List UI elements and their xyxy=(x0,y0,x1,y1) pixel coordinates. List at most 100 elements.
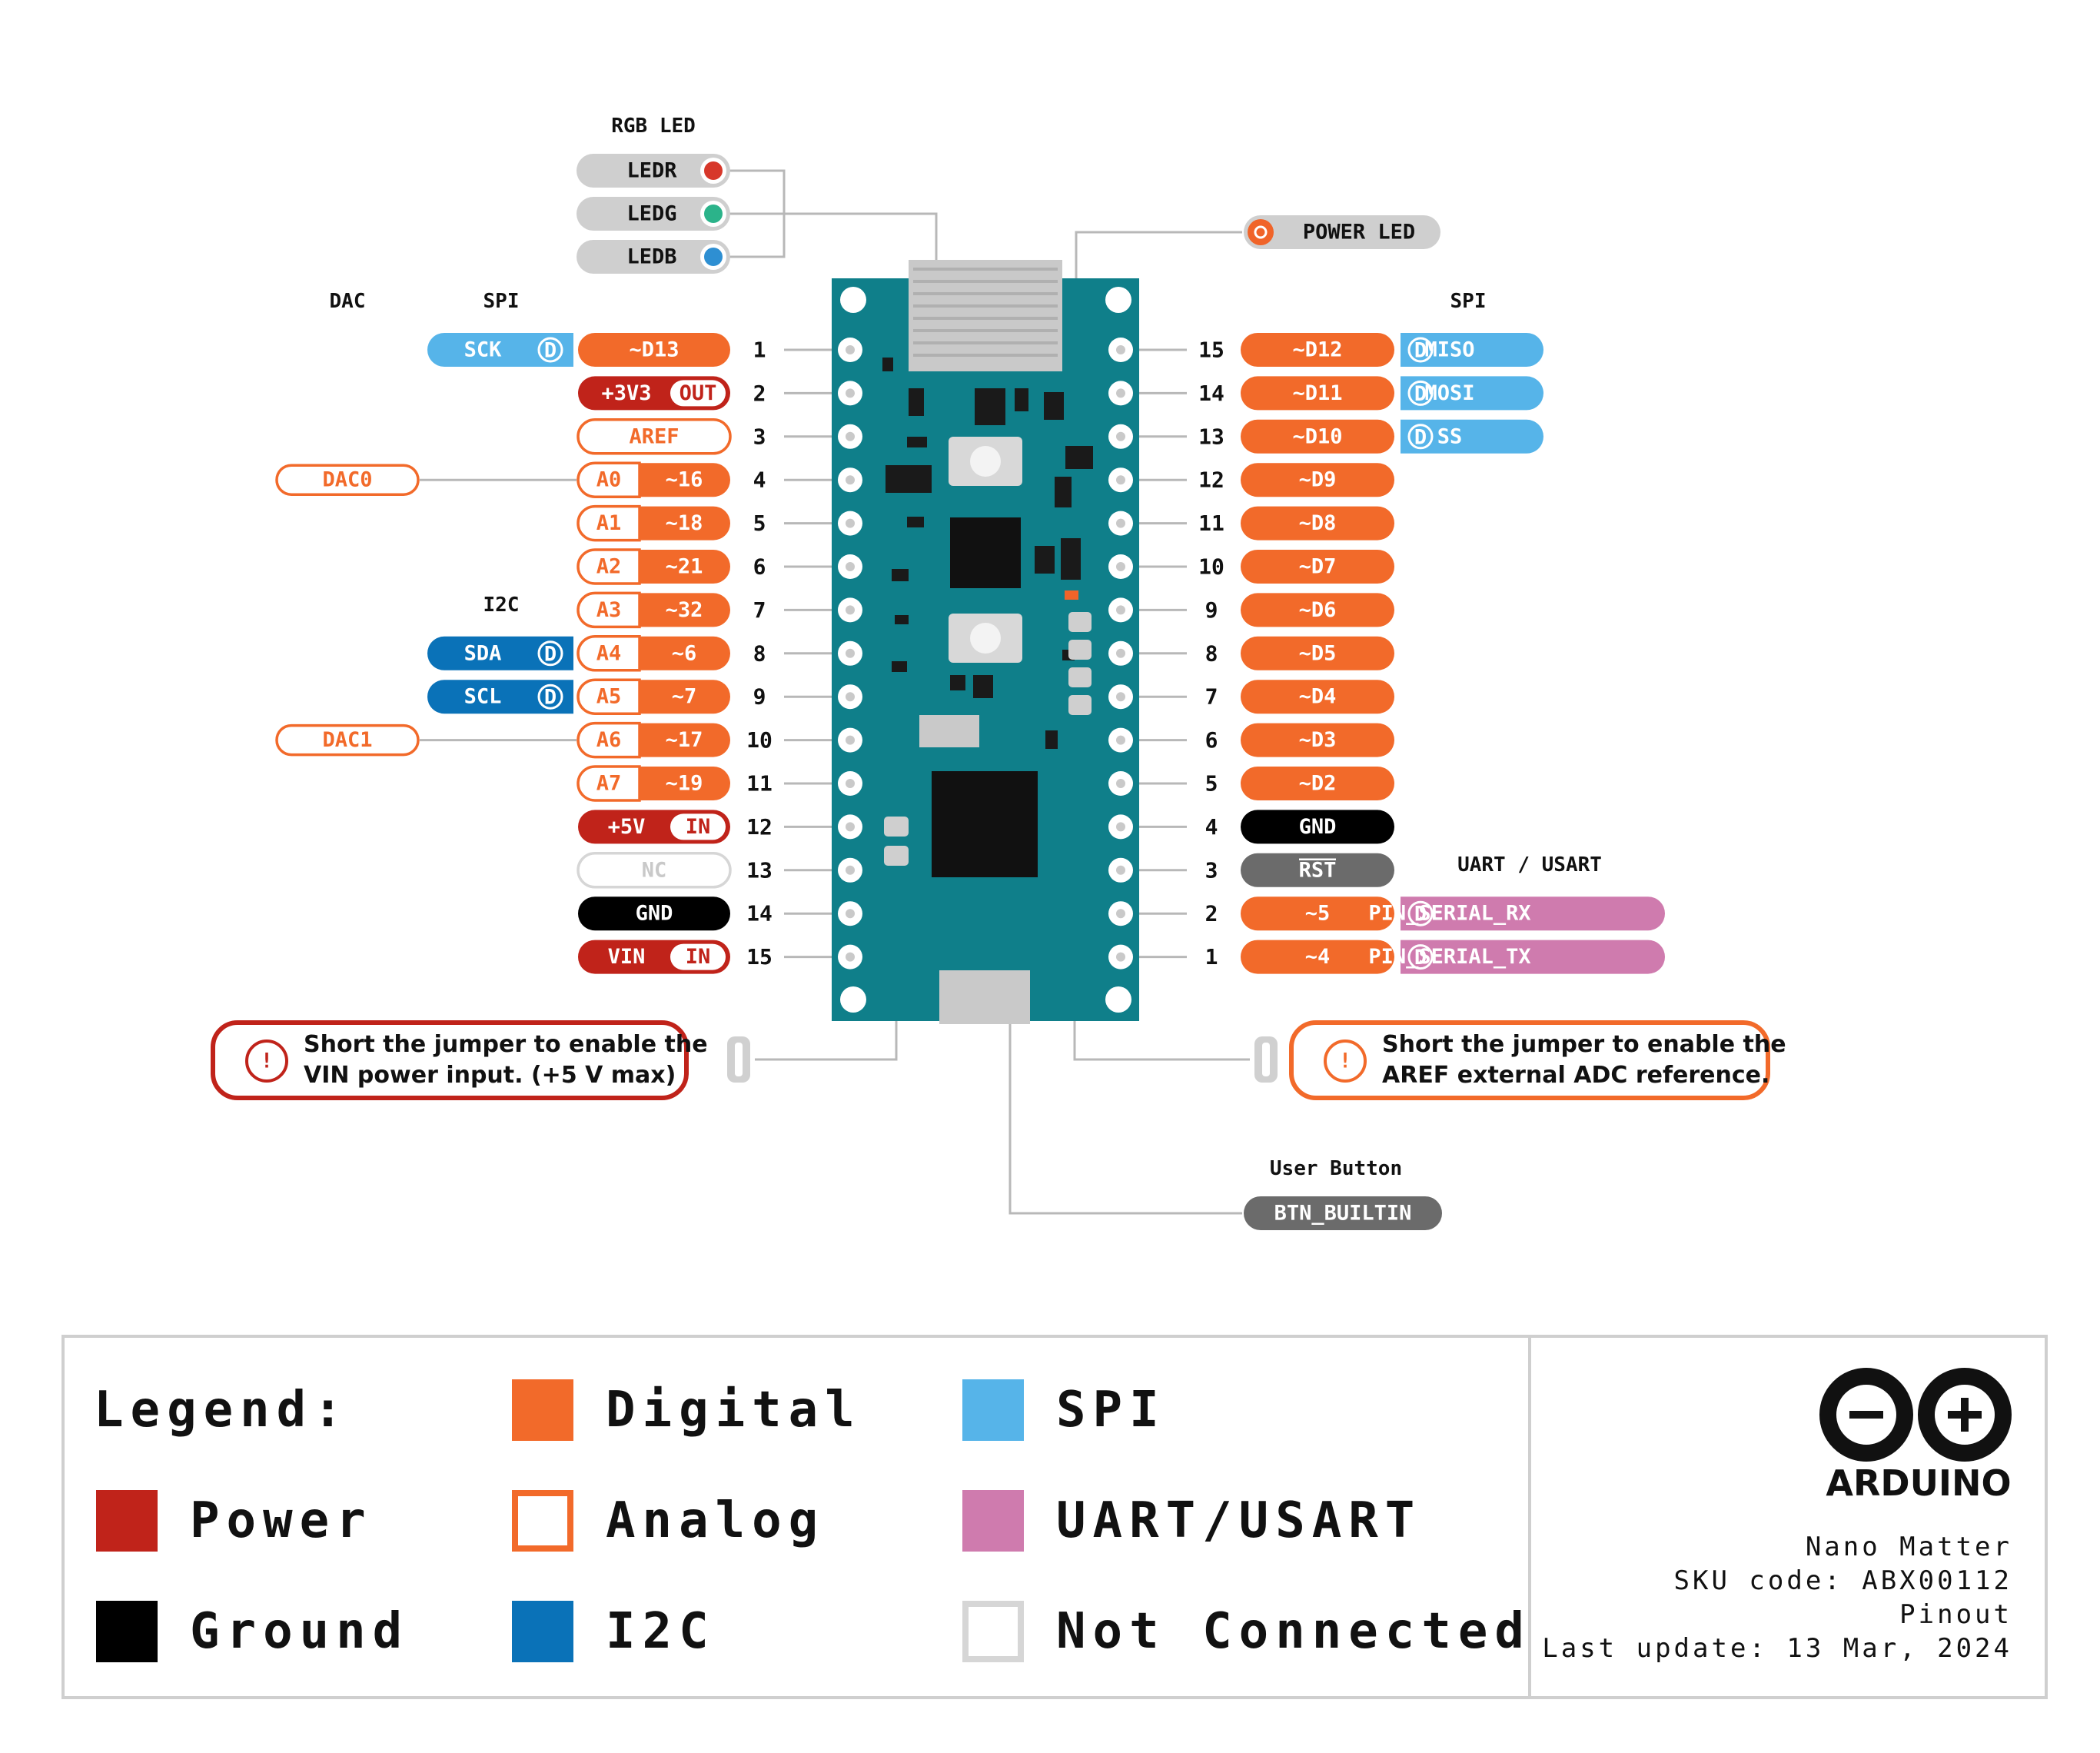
smd-part xyxy=(1065,446,1093,469)
pin-hole-inner xyxy=(846,952,855,962)
note-line-2: AREF external ADC reference. xyxy=(1382,1062,1769,1089)
right-pin-row: 8~D5 xyxy=(1205,636,1394,670)
pin-hole-inner xyxy=(846,605,855,615)
legend-swatch-digital xyxy=(512,1379,573,1441)
smd-part xyxy=(1045,730,1058,749)
digital-label: ~D10 xyxy=(1292,424,1342,448)
board-button-cap xyxy=(970,623,1001,654)
ground-label: GND xyxy=(1299,815,1337,839)
pin-hole-inner xyxy=(1116,735,1125,745)
badge-d xyxy=(1407,424,1434,450)
digital-pill xyxy=(1241,333,1394,367)
jumper-pad xyxy=(884,817,909,837)
digital-pill xyxy=(1241,419,1394,454)
smd-part xyxy=(1055,477,1072,507)
analog-pill xyxy=(577,678,641,715)
badge-d-letter: D xyxy=(544,686,557,710)
digital-pill xyxy=(640,767,730,800)
spi-label: MOSI xyxy=(1424,381,1474,405)
digital-pill xyxy=(640,550,730,584)
tag-pill xyxy=(670,943,726,970)
pin-hole-inner xyxy=(846,475,855,485)
pin-number: 4 xyxy=(1205,814,1218,840)
digital-label: ~D2 xyxy=(1299,772,1337,796)
analog-label: A6 xyxy=(596,728,622,752)
smd-part xyxy=(1061,538,1081,580)
ground-pill xyxy=(1241,810,1394,844)
left-pin-row: 5A1~18 xyxy=(577,504,766,542)
pin-hole-inner xyxy=(1116,345,1125,354)
smd-part xyxy=(886,465,932,493)
pin-hole-inner xyxy=(846,692,855,702)
nc-label: NC xyxy=(642,858,667,882)
digital-pill xyxy=(1241,767,1394,800)
pin-number: 5 xyxy=(753,511,766,536)
badge-d-letter: D xyxy=(1414,903,1427,926)
ground-pill xyxy=(578,896,731,931)
pin-hole-inner xyxy=(846,648,855,658)
digital-label: ~6 xyxy=(672,641,697,665)
left-pin-row: 7A3~32 xyxy=(577,591,766,629)
i2c-pill xyxy=(427,636,573,670)
digital-pill xyxy=(1241,680,1394,714)
ground-label: GND xyxy=(636,902,673,926)
mcu-chip xyxy=(950,517,1021,588)
logo-loop-right xyxy=(1918,1368,2012,1462)
uart-pill xyxy=(1401,940,1666,974)
right-pin-row: 9~D6 xyxy=(1205,593,1394,627)
pin-hole-inner xyxy=(846,562,855,571)
mounting-hole xyxy=(840,986,866,1013)
pin-number: 5 xyxy=(1205,771,1218,797)
spi-pill xyxy=(1401,419,1543,454)
alert-icon-mark: ! xyxy=(1339,1049,1351,1073)
pin-number: 13 xyxy=(1198,424,1224,449)
note-box xyxy=(1289,1020,1770,1100)
legend-swatch-nc xyxy=(962,1601,1024,1662)
legend-swatch-ground xyxy=(96,1601,158,1662)
pin-hole-inner xyxy=(846,345,855,354)
spi-pill xyxy=(1401,376,1544,411)
header-rgb-led: RGB LED xyxy=(611,115,696,138)
header-spi-right: SPI xyxy=(1450,290,1487,313)
digital-pill xyxy=(640,463,731,497)
pin-number: 13 xyxy=(746,857,773,883)
power-led-icon xyxy=(1248,219,1274,245)
brand-wordmark: ARDUINO xyxy=(1826,1462,2011,1504)
smd-part xyxy=(882,358,893,371)
mounting-hole xyxy=(1105,986,1131,1013)
analog-pill xyxy=(577,635,641,672)
smd-part xyxy=(950,675,965,690)
header-user-button: User Button xyxy=(1270,1157,1402,1180)
digital-label: ~D8 xyxy=(1299,511,1337,535)
digital-label: ~4 xyxy=(1305,945,1331,969)
digital-label: ~32 xyxy=(666,598,703,622)
legend-label-analog: Analog xyxy=(606,1492,825,1549)
left-pin-row: 13 NC xyxy=(577,852,773,889)
note-box xyxy=(211,1020,689,1100)
spi-pill xyxy=(1401,333,1543,367)
jumper-icon-slot xyxy=(735,1043,743,1076)
digital-label: ~16 xyxy=(666,468,703,492)
pin-hole-inner xyxy=(1116,909,1125,919)
power-led-label: POWER LED xyxy=(1303,221,1415,244)
right-pin-row: 5 ~D2 xyxy=(1205,767,1394,800)
tag-label: IN xyxy=(686,815,711,839)
dac-pill xyxy=(275,464,420,496)
right-pin-row: 6~D3 xyxy=(1205,723,1394,757)
test-pad xyxy=(1068,612,1092,632)
pin-hole-inner xyxy=(846,865,855,875)
digital-pill xyxy=(640,723,731,757)
reset-label: RST xyxy=(1299,858,1337,882)
analog-pill xyxy=(577,721,641,759)
digital-label: ~5 xyxy=(1305,902,1331,926)
badge-d-letter: D xyxy=(544,339,557,363)
digital-label: ~D4 xyxy=(1299,685,1337,709)
digital-pill xyxy=(1241,593,1394,627)
